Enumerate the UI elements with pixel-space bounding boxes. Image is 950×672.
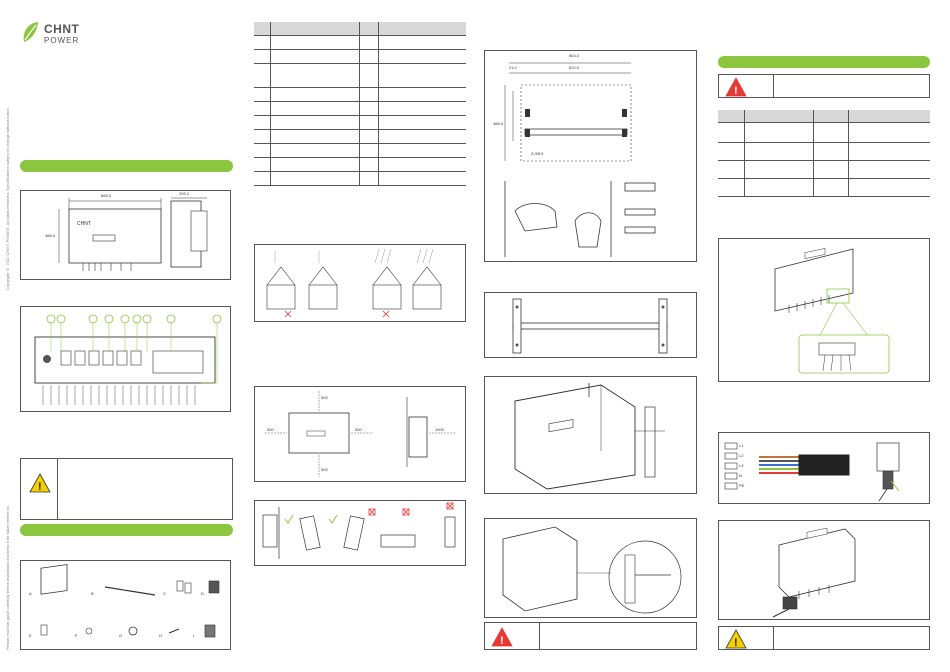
figure-bracket-drilling: 664.0 21.0 622.0 466.0 3-Φ8.5 <box>484 50 697 262</box>
section-bar-1 <box>20 160 233 172</box>
parts-drawing: A B C D E F G H I <box>29 564 220 638</box>
danger-box-2: ! <box>718 74 930 98</box>
hang-inverter-drawing <box>514 383 665 490</box>
figure-connector-insert <box>718 520 930 620</box>
bracket-mounted-drawing <box>512 298 668 354</box>
secure-screw-drawing <box>502 526 682 614</box>
figure-cable-stripping: L1 L2 L3 N PE <box>718 432 930 504</box>
figure-outline-dimensions: CHNT 665.0 293.2 466.0 <box>20 190 231 280</box>
danger-divider <box>773 75 774 97</box>
cable-label: PE <box>739 483 745 488</box>
warning-divider <box>57 459 58 519</box>
svg-text:!: ! <box>500 635 504 647</box>
part-label: G <box>119 633 122 638</box>
warning-triangle-icon: ! <box>725 629 747 649</box>
dim-bracket-left: 21.0 <box>509 65 517 70</box>
margin-text-lower: Please read this guide carefully before … <box>5 505 10 650</box>
danger-divider <box>539 623 540 649</box>
warning-box-1: ! <box>20 458 233 520</box>
figure-port-callouts <box>20 306 231 412</box>
part-label: D <box>201 591 204 596</box>
environment-drawing <box>266 248 442 318</box>
connector-insert-drawing <box>772 527 856 618</box>
warning-box-2: ! <box>718 626 930 650</box>
dim-bracket-inner: 622.0 <box>569 65 580 70</box>
warning-divider <box>773 627 774 649</box>
svg-text:!: ! <box>38 481 42 493</box>
part-label: B <box>91 591 94 596</box>
figure-installation-environment <box>254 244 466 322</box>
figure-package-contents: A B C D E F G H I <box>20 560 231 650</box>
inverter-ports-drawing <box>34 314 222 405</box>
danger-box-1: ! <box>484 622 697 650</box>
cable-label: L2 <box>739 453 744 458</box>
figure-bracket-mounted <box>484 292 697 358</box>
svg-text:!: ! <box>734 85 738 97</box>
svg-text:CHNT: CHNT <box>77 221 91 227</box>
dim-height: 466.0 <box>45 233 56 238</box>
clearance-drawing <box>265 391 455 477</box>
figure-secure-screw <box>484 518 697 618</box>
margin-text-upper: Copyright © 2022 CHINT POWER. All rights… <box>5 107 10 290</box>
cable-label: L3 <box>739 463 744 468</box>
figure-hang-inverter <box>484 376 697 494</box>
figure-installation-clearance: 500 500 300 300 1000 <box>254 386 466 482</box>
section-bar-2 <box>20 524 233 536</box>
dim-clear-left: 300 <box>267 427 274 432</box>
part-label: I <box>193 633 194 638</box>
dim-clear-front: 1000 <box>435 427 444 432</box>
inverter-outline-drawing: CHNT <box>58 197 208 271</box>
dim-clear-bottom: 500 <box>321 467 328 472</box>
warning-triangle-icon: ! <box>29 473 51 493</box>
part-label: C <box>163 591 166 596</box>
svg-text:!: ! <box>734 637 738 649</box>
dim-bracket-holes: 3-Φ8.5 <box>531 151 544 156</box>
leaf-logo-icon <box>23 22 38 42</box>
ac-connection-drawing <box>774 248 890 374</box>
table-cable-spec <box>718 110 930 197</box>
danger-triangle-icon: ! <box>491 627 513 647</box>
dim-bracket-height: 466.0 <box>493 121 504 126</box>
figure-ac-connection <box>718 238 930 382</box>
part-label: H <box>159 633 162 638</box>
section-bar-3 <box>718 56 930 68</box>
part-label: A <box>29 591 32 596</box>
cable-label: L1 <box>739 443 744 448</box>
dim-clear-top: 500 <box>321 395 328 400</box>
dim-width: 665.0 <box>101 193 112 198</box>
danger-triangle-icon: ! <box>725 77 747 97</box>
figure-mounting-angles <box>254 500 466 566</box>
dim-depth: 293.2 <box>179 191 190 196</box>
part-label: F <box>75 633 78 638</box>
table-parts-list <box>254 22 466 186</box>
dim-bracket-total: 664.0 <box>569 53 580 58</box>
cable-label: N <box>739 473 742 478</box>
brand-sub: POWER <box>44 36 80 45</box>
part-label: E <box>29 633 32 638</box>
cable-stripping-drawing <box>724 442 900 502</box>
mounting-angles-drawing <box>262 502 456 559</box>
bracket-drilling-drawing <box>504 62 656 257</box>
dim-clear-right: 300 <box>355 427 362 432</box>
brand-name: CHNT <box>44 22 80 36</box>
